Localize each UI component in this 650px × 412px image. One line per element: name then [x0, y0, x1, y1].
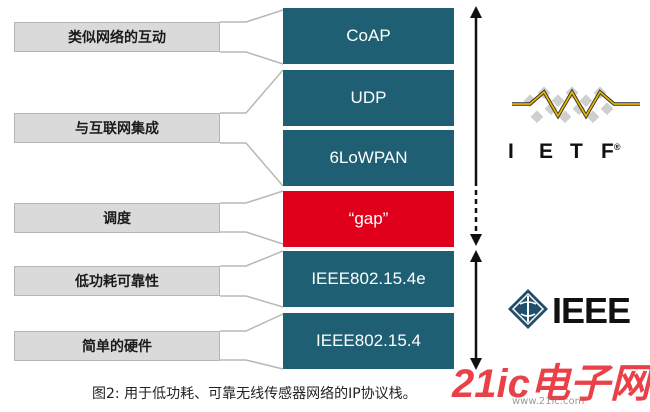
connector-internet-integration — [220, 69, 284, 114]
connector-simple-hardware — [220, 359, 284, 370]
layer-ieee-802-15-4e: IEEE802.15.4e — [283, 251, 454, 307]
connector-simple-hardware — [220, 313, 284, 332]
ietf-letter: E — [539, 140, 554, 163]
connector-internet-integration — [220, 142, 284, 187]
ieee-span-arrow — [470, 250, 482, 370]
layer-udp: UDP — [283, 70, 454, 126]
connector-similar-network-interaction — [220, 51, 284, 65]
connector-scheduling — [220, 190, 284, 204]
connector-scheduling — [220, 231, 284, 245]
layer-gap: “gap” — [283, 191, 454, 247]
ietf-letter: T — [570, 140, 583, 163]
registered-mark: ® — [613, 142, 621, 152]
figure-caption: 图2: 用于低功耗、可靠无线传感器网络的IP协议栈。 — [92, 386, 417, 402]
watermark-logo: 21ic电子网 — [452, 362, 650, 406]
connector-similar-network-interaction — [220, 9, 284, 23]
label-similar-network-interaction: 类似网络的互动 — [14, 22, 220, 52]
layer-6lowpan: 6LoWPAN — [283, 130, 454, 186]
ietf-span-arrow — [470, 6, 482, 246]
connector-low-power-reliable — [220, 295, 284, 308]
ietf-letter: I — [508, 140, 514, 163]
layer-coap: CoAP — [283, 8, 454, 64]
ietf-zigzag-logo-icon — [512, 86, 640, 124]
label-scheduling: 调度 — [14, 203, 220, 233]
ieee-wordmark: IEEE — [552, 290, 631, 331]
ietf-letter: F — [601, 140, 614, 163]
connector-low-power-reliable — [220, 250, 284, 267]
ieee-diamond-logo-icon — [508, 289, 548, 329]
label-simple-hardware: 简单的硬件 — [14, 331, 220, 361]
label-internet-integration: 与互联网集成 — [14, 113, 220, 143]
layer-ieee-802-15-4: IEEE802.15.4 — [283, 313, 454, 369]
label-low-power-reliable: 低功耗可靠性 — [14, 266, 220, 296]
watermark-url: www.21ic.com — [512, 396, 585, 407]
